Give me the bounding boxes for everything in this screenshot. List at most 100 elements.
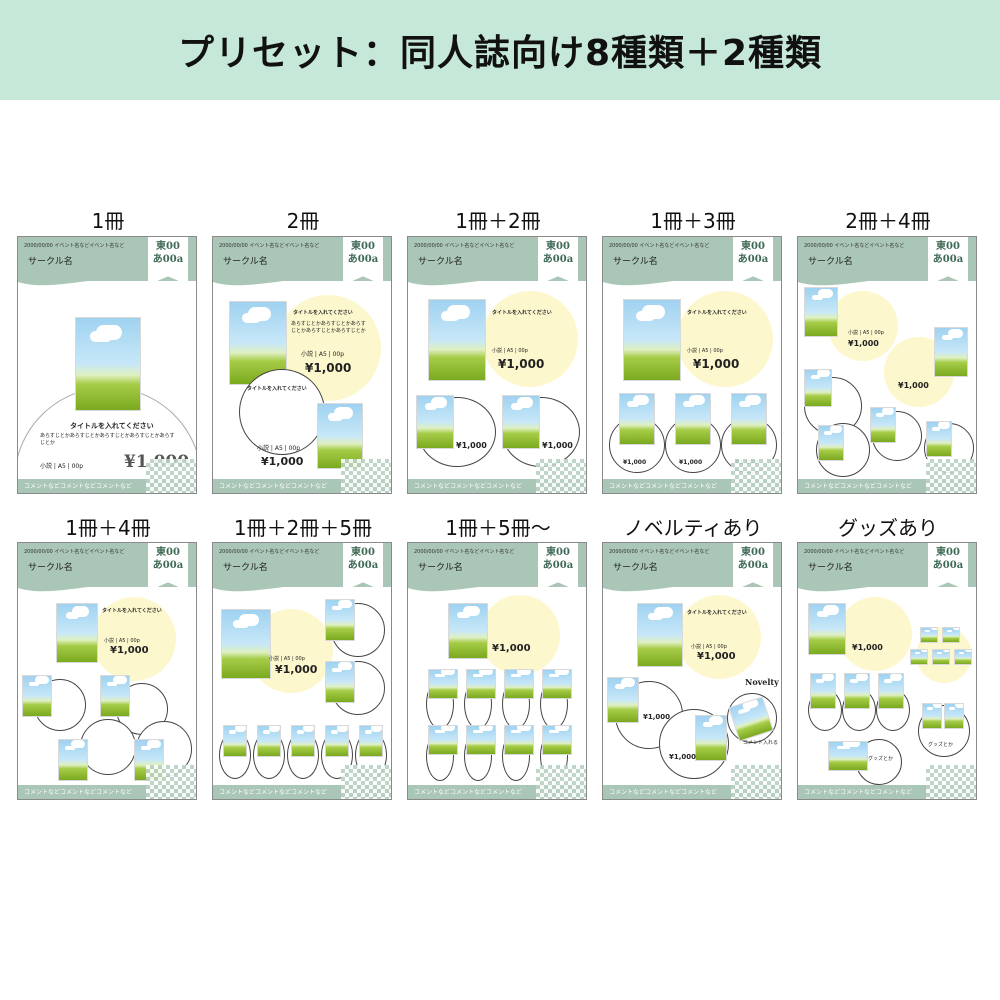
book-cover-4	[818, 425, 844, 461]
event-date: 2000/00/00 イベント名などイベント名など	[24, 243, 125, 249]
event-date: 2000/00/00 イベント名などイベント名など	[414, 243, 515, 249]
book-spec: 小説 | A5 | 00p	[492, 348, 528, 354]
checker-pattern	[731, 765, 781, 799]
comment-text: コメントなどコメントなどコメントなど	[804, 483, 913, 490]
checker-pattern	[146, 459, 196, 493]
book-cover	[75, 317, 141, 411]
novelty-comment: コメント入れる	[743, 740, 779, 746]
book-cover-8	[359, 725, 383, 757]
circle-name: サークル名	[223, 257, 268, 267]
book-cover-2	[810, 673, 836, 709]
book-cover-2	[619, 393, 655, 445]
book-cover-3	[804, 369, 832, 407]
novelty-label: Novelty	[745, 677, 779, 687]
book-cover-3	[466, 669, 496, 699]
comment-text: コメントなどコメントなどコメントなど	[219, 483, 328, 490]
book-spec: 小説 | A5 | 00p	[691, 644, 727, 650]
comment-text: コメントなどコメントなどコメントなど	[219, 789, 328, 796]
preset-label-10: グッズあり	[838, 516, 938, 540]
checker-pattern	[926, 459, 976, 493]
book-cover	[56, 603, 98, 663]
book-price: ¥1,000	[275, 663, 318, 676]
book-cover-2	[934, 327, 968, 377]
book-cover-8	[504, 725, 534, 755]
book-price-2: ¥1,000	[898, 381, 929, 390]
preset-label-8: 1冊＋5冊〜	[445, 516, 551, 540]
book-cover-3	[100, 675, 130, 717]
highlight-circle	[677, 595, 761, 679]
book-cover-5	[870, 407, 896, 443]
book-cover-3	[502, 395, 540, 449]
book-price: ¥1,000	[110, 645, 149, 656]
book-cover-4	[878, 673, 904, 709]
book-cover-7	[325, 725, 349, 757]
highlight-circle	[482, 291, 578, 387]
book-price-3: ¥1,000	[542, 441, 573, 450]
book-cover-4	[731, 393, 767, 445]
goods-label-2: グッズとか	[868, 756, 894, 762]
comment-text: コメントなどコメントなどコメントなど	[804, 789, 913, 796]
book-title: タイトルを入れてください	[687, 310, 747, 316]
book-spec: 小説 | A5 | 00p	[848, 330, 884, 336]
book-cover-6	[291, 725, 315, 757]
book-title: タイトルを入れてください	[293, 310, 353, 316]
comment-text: コメントなどコメントなどコメントなど	[414, 789, 523, 796]
event-date: 2000/00/00 イベント名などイベント名など	[219, 243, 320, 249]
book-cover-5	[257, 725, 281, 757]
checker-pattern	[536, 459, 586, 493]
book-cover-2	[325, 599, 355, 641]
page-title: プリセット：同人誌向け8種類＋2種類	[177, 33, 823, 74]
circle-name: サークル名	[613, 257, 658, 267]
checker-pattern	[146, 765, 196, 799]
book-cover-2	[317, 403, 363, 469]
preset-label-4: 1冊＋3冊	[650, 209, 736, 233]
book-price-2: ¥1,000	[643, 713, 671, 721]
book-spec: 小説 | A5 | 00p	[301, 351, 345, 358]
frame-circle-2	[665, 417, 721, 473]
book-price: ¥1,000	[693, 357, 740, 371]
circle-name: サークル名	[808, 563, 853, 573]
book-spec-2: 小説 | A5 | 00p	[257, 445, 301, 452]
book-cover-4	[504, 669, 534, 699]
frame-circle-3	[80, 719, 136, 775]
event-date: 2000/00/00 イベント名などイベント名など	[609, 243, 710, 249]
book-cover-2	[416, 395, 454, 449]
checker-pattern	[341, 459, 391, 493]
book-price: ¥1,000	[697, 651, 736, 662]
preset-label-5: 2冊＋4冊	[845, 209, 931, 233]
book-cover-5	[542, 669, 572, 699]
book-cover-9	[542, 725, 572, 755]
event-date: 2000/00/00 イベント名などイベント名など	[804, 243, 905, 249]
event-date: 2000/00/00 イベント名などイベント名など	[414, 549, 515, 555]
circle-name: サークル名	[808, 257, 853, 267]
preset-label-2: 2冊	[286, 209, 320, 233]
circle-name: サークル名	[418, 257, 463, 267]
highlight-circle	[828, 291, 898, 361]
book-cover-7	[466, 725, 496, 755]
book-cover-2	[607, 677, 639, 723]
book-title: タイトルを入れてください	[687, 610, 747, 616]
comment-text: コメントなどコメントなどコメントなど	[609, 483, 718, 490]
book-price: ¥1,000	[305, 361, 352, 375]
comment-text: コメントなどコメントなどコメントなど	[609, 789, 718, 796]
comment-text: コメントなどコメントなどコメントなど	[24, 789, 133, 796]
preset-label-1: 1冊	[91, 209, 125, 233]
preset-label-9: ノベルティあり	[623, 516, 763, 540]
comment-text: コメントなどコメントなどコメントなど	[414, 483, 523, 490]
